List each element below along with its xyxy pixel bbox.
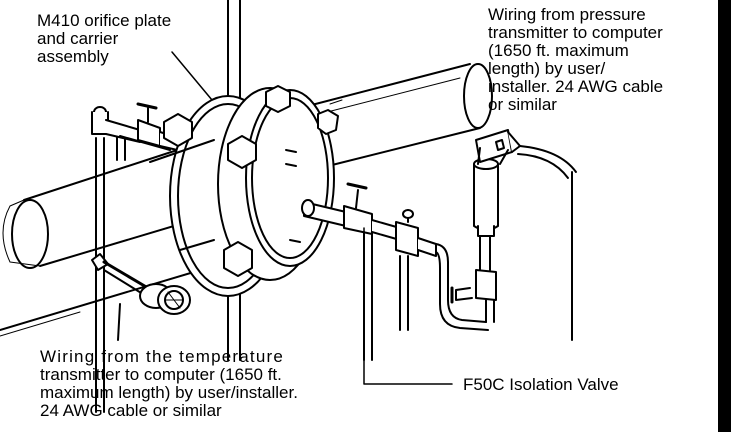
page-edge-bar [718,0,731,432]
transmitter-tubing [435,229,497,331]
isolation-valve-label: F50C Isolation Valve [463,375,619,394]
leader-lines [171,51,453,385]
pressure-transmitter [473,129,577,341]
temperature-wiring-label: Wiring from the temperature transmitter … [40,347,298,420]
lower-valve-manifold [301,182,437,361]
impulse-tubes-left [95,136,126,413]
pressure-wiring-label: Wiring from pressure transmitter to comp… [488,5,664,114]
flange-assembly [149,85,339,297]
orifice-plate-label: M410 orifice plate and carrier assembly [37,11,172,66]
upper-valve-manifold [91,102,187,153]
temperature-probe [0,253,191,341]
